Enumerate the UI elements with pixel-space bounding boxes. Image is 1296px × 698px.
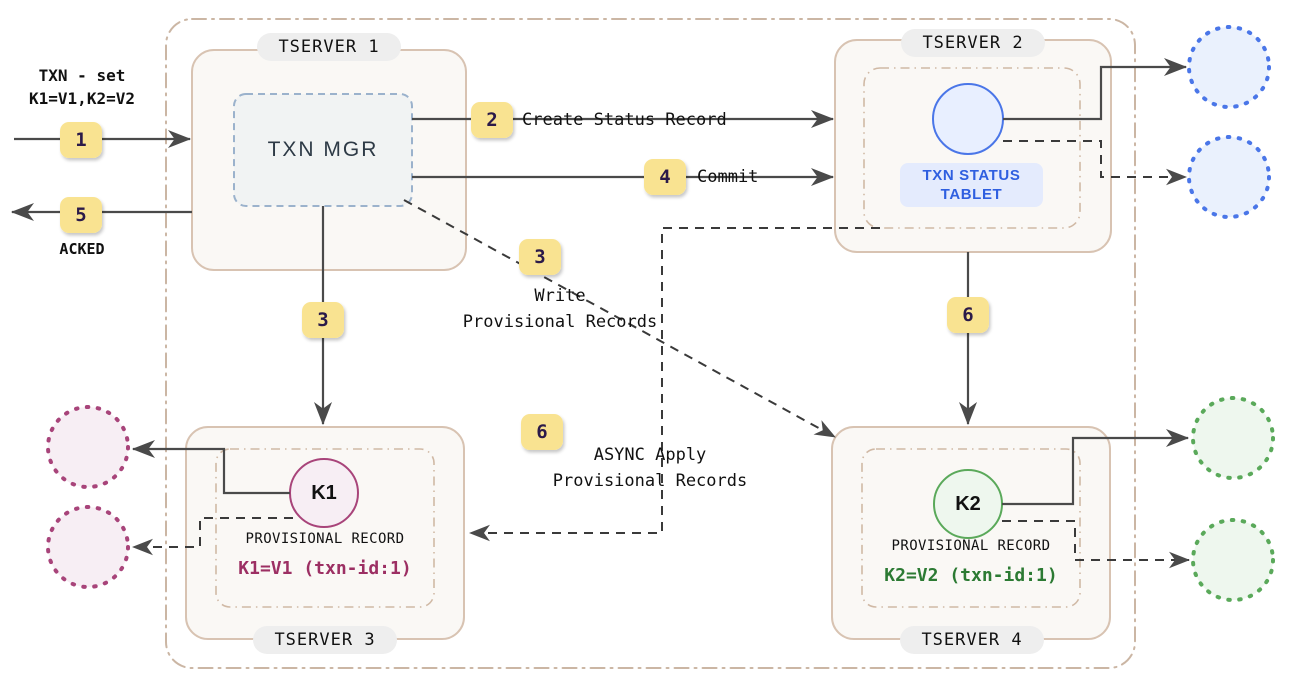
arrow-async-apply-to-k1 bbox=[469, 227, 880, 542]
arrow-tablet-to-blue-replica-2 bbox=[1003, 140, 1187, 186]
badge-2 bbox=[471, 102, 513, 138]
txn-status-tablet-line1: TXN STATUS bbox=[922, 167, 1021, 184]
k2-record-value: K2=V2 (txn-id:1) bbox=[884, 565, 1058, 586]
k1-record-value: K1=V1 (txn-id:1) bbox=[238, 558, 412, 579]
cluster-boundary bbox=[165, 18, 1136, 669]
tserver-3-box bbox=[185, 426, 465, 640]
txn-status-tablet-line2: TABLET bbox=[940, 186, 1003, 203]
async-apply-line1: ASYNC Apply bbox=[593, 445, 707, 465]
badge-6-k2 bbox=[947, 297, 989, 333]
connectors-dashed bbox=[132, 140, 1190, 569]
txn-status-tablet-circle bbox=[932, 83, 1004, 155]
tserver-4-label: TSERVER 4 bbox=[921, 630, 1023, 650]
write-provisional-line2: Provisional Records bbox=[462, 312, 658, 332]
commit-label: Commit bbox=[697, 167, 759, 187]
badge-3-write bbox=[519, 239, 561, 275]
tserver-4-box bbox=[831, 426, 1111, 640]
async-apply-line2: Provisional Records bbox=[552, 471, 748, 491]
badge-4 bbox=[644, 159, 686, 195]
badge-4-text: 4 bbox=[659, 166, 671, 188]
acked-label: ACKED bbox=[59, 240, 105, 258]
badge-6-async bbox=[521, 414, 563, 450]
k1-label: K1 bbox=[311, 482, 337, 504]
arrow-tablet-to-blue-replica-1 bbox=[1003, 57, 1188, 121]
arrow-k1-to-pink-replica-1 bbox=[131, 439, 290, 495]
k1-record-title: PROVISIONAL RECORD bbox=[245, 531, 405, 547]
badge-3-write-text: 3 bbox=[534, 246, 546, 268]
badge-5 bbox=[60, 197, 102, 233]
txn-status-tablet-label: TXN STATUS TABLET bbox=[900, 163, 1043, 207]
k2-label: K2 bbox=[955, 493, 981, 515]
k2-record-title: PROVISIONAL RECORD bbox=[891, 538, 1051, 554]
arrow-k2-to-green-replica-1 bbox=[1002, 428, 1190, 506]
replica-circles-green bbox=[1191, 396, 1275, 602]
txn-status-tablet-chip bbox=[900, 163, 1043, 207]
arrow-k2-to-green-replica-2 bbox=[1002, 520, 1190, 569]
async-apply-label: ASYNC Apply Provisional Records bbox=[530, 442, 770, 494]
request-label: TXN - set K1=V1,K2=V2 bbox=[12, 64, 152, 110]
badge-3-k1-text: 3 bbox=[317, 309, 329, 331]
replica-circles-pink bbox=[46, 405, 130, 589]
badge-5-text: 5 bbox=[75, 204, 87, 226]
step-badges bbox=[60, 102, 989, 450]
badge-1-text: 1 bbox=[75, 129, 87, 151]
tserver-2-label: TSERVER 2 bbox=[922, 33, 1024, 53]
write-provisional-label: Write Provisional Records bbox=[460, 283, 660, 335]
tserver-1-label: TSERVER 1 bbox=[278, 37, 380, 57]
txn-mgr-box bbox=[233, 93, 413, 207]
tserver-2-box bbox=[834, 39, 1112, 253]
replica-circles-blue bbox=[1187, 25, 1271, 219]
badge-3-k1 bbox=[302, 302, 344, 338]
badge-6-k2-text: 6 bbox=[962, 304, 974, 326]
write-provisional-line1: Write bbox=[534, 286, 586, 306]
arrow-write-provisional-k2 bbox=[403, 199, 836, 438]
badge-6-async-text: 6 bbox=[536, 421, 548, 443]
tserver-3-label: TSERVER 3 bbox=[274, 630, 376, 650]
tserver-label-pills bbox=[253, 29, 1045, 654]
txn-mgr-label: TXN MGR bbox=[267, 138, 379, 161]
badge-1 bbox=[60, 122, 102, 158]
request-label-line1: TXN - set bbox=[38, 66, 126, 85]
create-status-record-label: Create Status Record bbox=[522, 110, 727, 130]
badge-2-text: 2 bbox=[486, 109, 498, 131]
request-label-line2: K1=V1,K2=V2 bbox=[29, 89, 135, 109]
